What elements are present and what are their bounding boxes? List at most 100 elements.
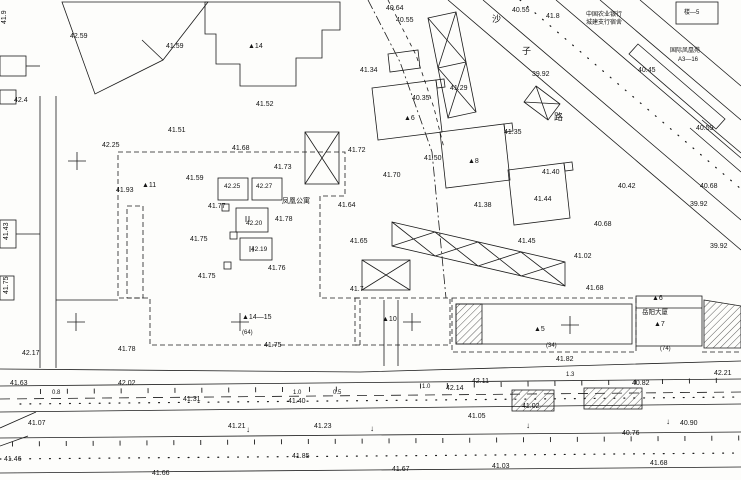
parcel-5-boundary	[451, 297, 637, 353]
road-edge	[639, 0, 741, 87]
spot-elevation-label: 41.03	[492, 463, 510, 470]
bottom-roads	[0, 300, 741, 474]
spot-elevation-label: 42.25	[224, 183, 241, 190]
spot-elevation-label: ↓	[370, 424, 374, 433]
right-buildings	[371, 49, 574, 226]
spot-elevation-label: 41.45	[518, 238, 536, 245]
spot-elevation-label: 41.50	[424, 155, 442, 162]
spot-elevation-label: 40.90	[680, 420, 698, 427]
parcel-boundary-dashed	[117, 151, 361, 346]
building-outline	[635, 295, 703, 347]
spot-elevation-label: 41.35	[504, 129, 522, 136]
spot-elevation-label: 0.5	[333, 390, 342, 396]
road-tick-marks	[39, 386, 351, 394]
building-8-outline	[439, 123, 511, 189]
spot-elevation-label: 1.3	[566, 372, 575, 378]
bottom-right-parcels	[354, 295, 741, 353]
road-edge	[555, 0, 741, 159]
spot-elevation-label: 0.8	[52, 390, 61, 396]
spot-elevation-label: 41.07	[28, 420, 46, 427]
spot-elevation-label: 41.65	[350, 238, 368, 245]
spot-elevation-label: 41.38	[474, 202, 492, 209]
building-number-label: ▲5	[534, 326, 545, 333]
building-unit	[217, 177, 249, 201]
spot-elevation-label: 42.11	[472, 378, 489, 385]
spot-elevation-label: 40.55	[396, 17, 414, 24]
spot-elevation-label: 40.64	[386, 5, 404, 12]
top-center-road	[367, 0, 447, 299]
building-number-label: ▲6	[404, 115, 415, 122]
road-centerline	[367, 0, 447, 299]
building-corner-details	[435, 78, 574, 172]
left-road	[0, 96, 118, 368]
spot-elevation-label: 40.59	[696, 125, 714, 132]
strip-diagonals	[427, 11, 477, 119]
spot-elevation-label: 40.55	[512, 7, 530, 14]
spot-elevation-label: 子	[522, 46, 531, 56]
left-edge-structure	[0, 89, 17, 105]
building-unit	[239, 237, 273, 261]
central-building-cluster	[217, 177, 283, 270]
corner-lines	[0, 411, 37, 447]
spot-elevation-label: 40.68	[700, 183, 718, 190]
road-edge	[482, 0, 741, 221]
spot-elevation-label: 42.21	[714, 370, 732, 377]
left-edge-structure	[0, 275, 15, 301]
spot-elevation-label: 41.43	[3, 222, 10, 240]
parcel-10-boundary	[354, 297, 451, 346]
spot-elevation-label: 41.67	[392, 466, 410, 473]
spot-elevation-label: 41.05	[468, 413, 486, 420]
block-outline	[61, 1, 209, 95]
building-a3-16-outline	[628, 43, 726, 130]
road-edge	[39, 96, 57, 368]
spot-elevation-label: ↓	[246, 425, 250, 434]
spot-elevation-label: 41.44	[534, 196, 552, 203]
strip-outline	[391, 221, 566, 287]
hatched-building-x1	[304, 131, 340, 185]
building-number-label: ▲6	[652, 295, 663, 302]
hatched-structure	[703, 299, 741, 349]
spot-elevation-label: 42.02	[118, 380, 136, 387]
road-tick-marks	[11, 435, 741, 447]
spot-elevation-label: 39.92	[532, 71, 550, 78]
right-edge-lines	[689, 119, 741, 173]
spot-elevation-label: 42.4	[14, 97, 28, 104]
spot-elevation-label: 42.20	[246, 220, 263, 227]
spot-elevation-label: 41.75	[190, 236, 208, 243]
spot-elevation-label: 41.78	[118, 346, 136, 353]
building-5-hatched-end	[455, 303, 483, 345]
spot-elevation-label: 41.34	[360, 67, 378, 74]
spot-elevation-label: 城建支行宿舍	[586, 18, 622, 26]
road-x-box	[523, 85, 561, 121]
spot-elevation-label: 中国农业银行	[586, 10, 622, 18]
spot-elevation-label: 1.0	[293, 390, 302, 396]
spot-elevation-label: 41.64	[338, 202, 356, 209]
spot-elevation-label: 42.25	[102, 142, 120, 149]
survey-grid-crosses	[67, 152, 579, 334]
spot-elevation-label: 41.31	[183, 396, 201, 403]
vertical-road-edges	[383, 300, 399, 366]
spot-elevation-label: 41.68	[650, 460, 668, 467]
spot-elevation-label: 41.76	[268, 265, 286, 272]
spot-elevation-label: 41.02	[522, 403, 540, 410]
spot-elevation-label: 41.7	[350, 286, 364, 293]
spot-elevation-label: 41.75	[198, 273, 216, 280]
spot-elevation-label: 岳阳大厦	[642, 307, 669, 316]
spot-elevation-label: 41.46	[4, 456, 22, 463]
spot-elevation-label: 41.68	[586, 285, 604, 292]
spot-elevation-label: 41.75	[264, 342, 282, 349]
strip-diagonals	[391, 221, 566, 287]
spot-elevation-label: 40.42	[618, 183, 636, 190]
spot-elevation-label: 41.63	[10, 380, 28, 387]
spot-elevation-label: 楼—5	[684, 8, 700, 16]
strip-outline	[427, 11, 477, 119]
road-edge	[447, 0, 741, 251]
spot-elevation-label: 41.77	[208, 203, 226, 210]
spot-elevation-label: 路	[554, 111, 563, 122]
door-marks	[245, 216, 254, 252]
road-dotted-line	[519, 0, 741, 190]
spot-elevation-label: 41.93	[116, 187, 134, 194]
spot-elevation-label: 沙	[492, 14, 501, 24]
road-hatched-bar	[583, 387, 643, 410]
